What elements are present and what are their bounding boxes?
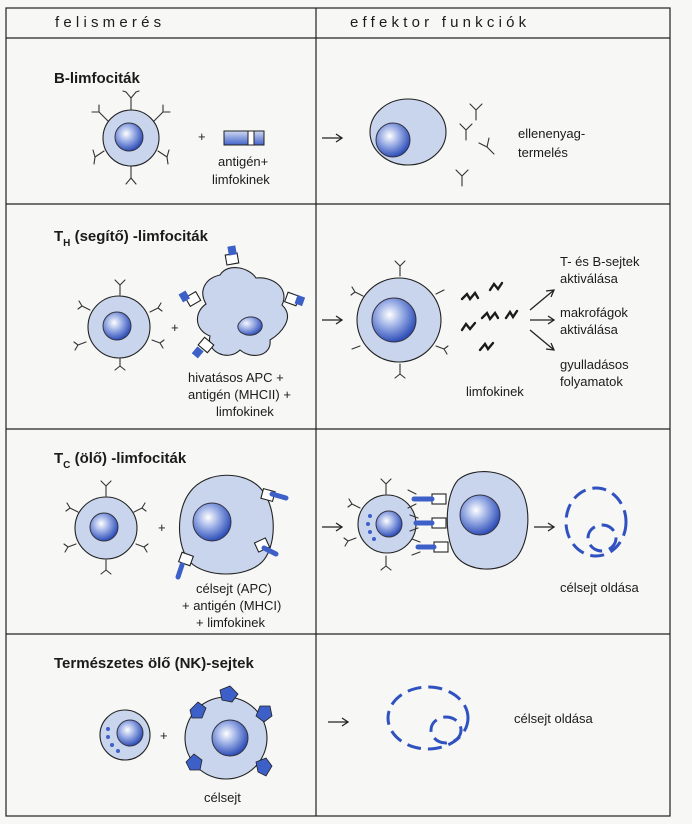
activated-th-cell <box>350 260 449 379</box>
arrow-row2 <box>322 315 344 325</box>
nk-cell <box>99 709 151 761</box>
plus-sign: + <box>198 129 206 144</box>
cell-antibodies <box>91 90 171 185</box>
antigen-label-line1: antigén+ <box>218 154 268 169</box>
plus-sign: + <box>160 728 168 743</box>
apc-cell <box>178 245 306 359</box>
target-mhc-receptors <box>175 487 289 580</box>
antigen-bar <box>223 130 265 146</box>
lysed-nucleus <box>586 523 618 553</box>
lysed-membrane-nk <box>386 685 470 751</box>
activated-th-receptors <box>350 260 449 379</box>
header-effector: effektor funkciók <box>350 14 530 31</box>
apc-mhc-receptors <box>178 245 306 359</box>
arrow-row4 <box>328 717 350 727</box>
plus-sign: + <box>171 320 179 335</box>
outcome-2-line1: makrofágok <box>560 305 628 320</box>
table-grid <box>5 7 671 817</box>
outcome-3-line2: folyamatok <box>560 374 623 389</box>
b-cell <box>91 90 171 185</box>
target-label-line2: + antigén (MHCI) <box>182 598 281 613</box>
target-label-line3: + limfokinek <box>196 615 265 630</box>
apc-label-line2: antigén (MHCII) + <box>188 387 291 402</box>
apc-label-line1: hivatásos APC + <box>188 370 284 385</box>
tc-cell-nucleus <box>89 512 119 542</box>
nk-granules <box>106 727 120 753</box>
tc-binding-target <box>343 471 529 571</box>
arrow-lysis-row3 <box>534 522 556 532</box>
outcome-arrows <box>529 289 556 351</box>
plasma-cell <box>369 98 447 166</box>
bound-target-nucleus <box>459 494 501 536</box>
antigen-block <box>223 130 265 146</box>
outcome-1-line1: T- és B-sejtek <box>560 254 640 269</box>
bound-receptors <box>407 489 449 556</box>
row-title-b-lymphocytes: B-limfociták <box>54 70 141 87</box>
antigen-notch <box>247 130 255 146</box>
arrow-row3 <box>322 522 344 532</box>
effector-label-line1: ellenenyag- <box>518 126 585 141</box>
activated-th-nucleus <box>371 297 417 343</box>
nk-target-nucleus <box>211 719 249 757</box>
antigen-label-line2: limfokinek <box>212 172 270 187</box>
nk-cell-nucleus <box>116 719 144 747</box>
outer-border <box>5 7 671 817</box>
th-cell-nucleus <box>102 311 132 341</box>
nk-target-label: célsejt <box>204 790 241 805</box>
granules <box>366 514 376 541</box>
header-recognition: felismerés <box>55 14 165 31</box>
target-cell-apc <box>175 474 289 580</box>
lysis-label-row3: célsejt oldása <box>560 580 640 595</box>
target-cell-nucleus <box>192 502 232 542</box>
bound-tc-receptors <box>343 478 392 571</box>
th-receptors <box>73 279 165 371</box>
lysed-cell-row3 <box>564 486 628 558</box>
th-cell <box>73 279 165 371</box>
outcome-2-line2: aktiválása <box>560 322 619 337</box>
lymphokines-label: limfokinek <box>466 384 524 399</box>
effector-label-line2: termelés <box>518 145 568 160</box>
apc-label-line3: limfokinek <box>216 404 274 419</box>
tc-receptors <box>63 480 149 575</box>
row-title-th-lymphocytes: TH (segítő) -limfociták <box>54 228 209 249</box>
arrow-row1 <box>322 133 344 143</box>
lysed-cell-row4 <box>386 685 470 751</box>
free-antibodies <box>455 103 495 187</box>
outcome-3-line1: gyulladásos <box>560 357 629 372</box>
row-title-tc-lymphocytes: TC (ölő) -limfociták <box>54 450 187 471</box>
lysis-label-row4: célsejt oldása <box>514 711 594 726</box>
lysed-membrane <box>564 486 628 558</box>
lysed-nucleus-nk <box>429 715 463 745</box>
nk-target-cell <box>184 685 273 780</box>
apc-nucleus <box>237 316 263 336</box>
lymphokine-squiggles <box>460 281 519 352</box>
plus-sign: + <box>158 520 166 535</box>
outcome-1-line2: aktiválása <box>560 271 619 286</box>
bound-tc-nucleus <box>375 510 403 538</box>
cell-nucleus <box>114 122 144 152</box>
target-label-line1: célsejt (APC) <box>196 581 272 596</box>
nk-target-antigens <box>185 685 273 777</box>
apc-body <box>196 267 288 356</box>
tc-cell <box>63 480 149 575</box>
row-title-nk-cells: Természetes ölő (NK)-sejtek <box>54 655 254 672</box>
plasma-cell-nucleus <box>375 122 411 158</box>
